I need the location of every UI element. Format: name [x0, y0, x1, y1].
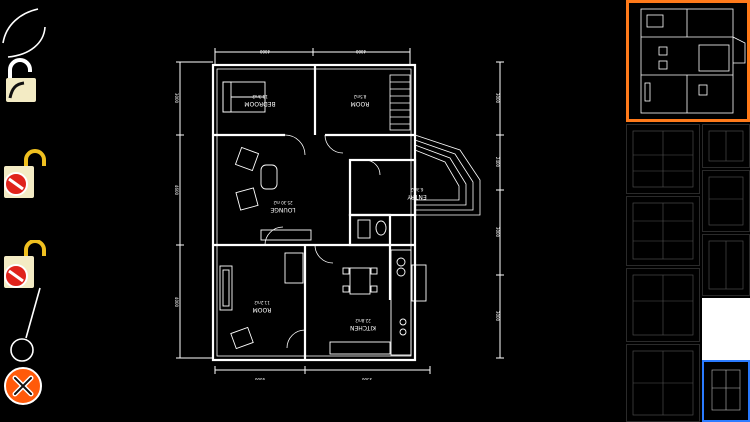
unlock-disabled-icon[interactable] — [2, 148, 50, 200]
room-area-lounge: 25.30 m2 — [273, 200, 293, 205]
room-label-bedroom: BEDROOM — [244, 100, 275, 107]
close-icon[interactable] — [3, 366, 43, 406]
room-label-room-top: ROOM — [351, 100, 370, 107]
room-label-kitchen: KITCHEN — [350, 324, 376, 331]
lock-layer-icon[interactable] — [4, 58, 40, 104]
room-label-room-bottom: ROOM — [253, 306, 272, 313]
page-thumbnail-7[interactable] — [626, 268, 700, 342]
room-area-room-top: 8.5m2 — [353, 94, 366, 99]
floor-plan-drawing: BEDROOM 11.3m2 ROOM 8.5m2 LOUNGE 25.30 m… — [174, 48, 504, 382]
dim-right-1: 3000 — [495, 93, 500, 104]
page-thumbnail-3[interactable] — [702, 124, 750, 168]
room-label-entry: ENTRY — [407, 193, 427, 200]
page-thumbnail-8[interactable] — [702, 298, 750, 360]
dim-bottom-right: 3500 — [361, 377, 372, 380]
room-area-entry: 6.3m2 — [410, 187, 423, 192]
page-thumbnail-1[interactable] — [626, 0, 750, 122]
page-thumbnail-9[interactable] — [626, 344, 700, 422]
dim-left-3: 4000 — [174, 297, 179, 308]
dim-left-2: 4600 — [174, 185, 179, 196]
room-area-room-bottom: 11.2m2 — [254, 300, 270, 305]
dim-left-1: 3000 — [174, 93, 179, 104]
floor-plan-canvas[interactable]: BEDROOM 11.3m2 ROOM 8.5m2 LOUNGE 25.30 m… — [165, 40, 515, 382]
room-label-lounge: LOUNGE — [270, 206, 295, 213]
lasso-tool-icon[interactable] — [0, 5, 50, 60]
dim-right-4: 3000 — [495, 311, 500, 322]
page-thumbnail-6[interactable] — [702, 234, 750, 296]
dim-right-2: 2400 — [495, 157, 500, 168]
unlock-pin-disabled-icon[interactable] — [2, 239, 50, 370]
room-area-kitchen: 22.8m2 — [355, 318, 371, 323]
page-thumbnail-strip — [626, 0, 750, 422]
left-toolbar — [0, 0, 60, 422]
dim-top-right: 4000 — [355, 49, 366, 54]
page-thumbnail-2[interactable] — [626, 124, 700, 194]
page-thumbnail-4[interactable] — [702, 170, 750, 232]
page-thumbnail-10[interactable] — [702, 360, 750, 422]
page-thumbnail-5[interactable] — [626, 196, 700, 266]
dim-right-3: 3000 — [495, 227, 500, 238]
dim-top-left: 4000 — [259, 49, 270, 54]
dim-bottom-left: 4000 — [254, 377, 265, 380]
room-area-bedroom: 11.3m2 — [252, 94, 268, 99]
